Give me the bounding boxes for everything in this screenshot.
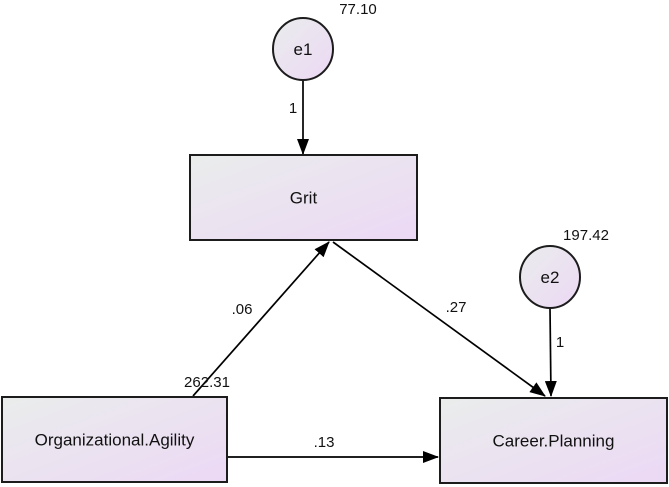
variance-e2-label: 197.42 xyxy=(563,227,609,244)
node-career-planning xyxy=(439,397,668,484)
node-organizational-agility xyxy=(1,396,228,483)
edge-label-e2-to-career-planning: 1 xyxy=(556,334,564,351)
variance-organizational-agility-label: 262.31 xyxy=(184,374,230,391)
node-label-e1: e1 xyxy=(294,40,313,59)
edge-label-e1-to-grit: 1 xyxy=(289,100,297,117)
edge-grit-to-career-planning xyxy=(332,241,546,397)
node-grit xyxy=(189,154,418,241)
edge-label-organizational-agility-to-grit: .06 xyxy=(232,301,253,318)
edge-label-grit-to-career-planning: .27 xyxy=(446,299,467,316)
edge-label-organizational-agility-to-career-planning: .13 xyxy=(314,434,335,451)
node-label-e2: e2 xyxy=(541,268,560,287)
node-label-grit: Grit xyxy=(290,189,318,208)
variance-e1-label: 77.10 xyxy=(339,1,377,18)
node-label-career-planning: Career.Planning xyxy=(493,432,615,451)
node-e2 xyxy=(519,245,581,309)
node-e1 xyxy=(272,17,334,81)
edge-organizational-agility-to-grit xyxy=(192,241,330,397)
node-label-organizational-agility: Organizational.Agility xyxy=(35,431,195,450)
edge-e2-to-career-planning xyxy=(544,307,557,397)
